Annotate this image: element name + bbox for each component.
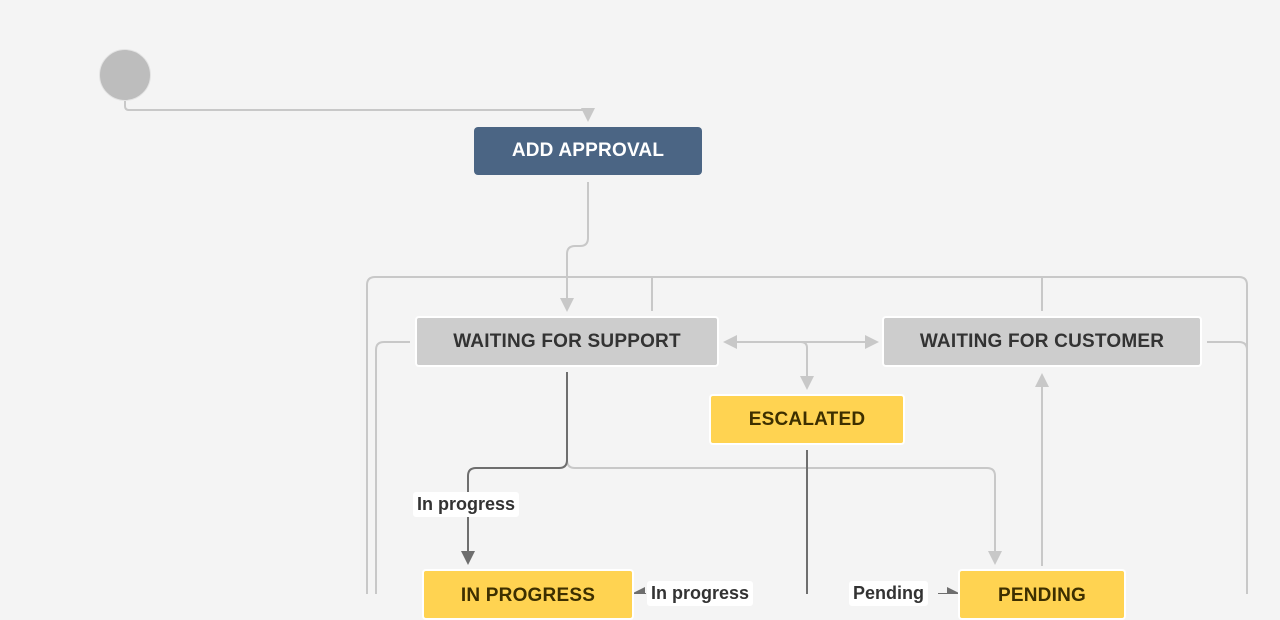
status-pending[interactable]: PENDING: [958, 569, 1126, 620]
status-waiting-for-customer-label: WAITING FOR CUSTOMER: [919, 330, 1165, 352]
status-waiting-for-customer[interactable]: WAITING FOR CUSTOMER: [882, 316, 1202, 367]
status-add-approval-label: ADD APPROVAL: [511, 140, 665, 161]
status-waiting-for-support[interactable]: WAITING FOR SUPPORT: [415, 316, 719, 367]
connector-start-to-add-approval: [124, 100, 595, 122]
connector-to-escalated: [800, 341, 814, 390]
connector-left-loop: [375, 341, 410, 594]
connector-add-approval-to-waiting-support: [560, 182, 589, 312]
status-escalated[interactable]: ESCALATED: [709, 394, 905, 445]
status-waiting-for-support-label: WAITING FOR SUPPORT: [453, 330, 681, 352]
status-in-progress-label: IN PROGRESS: [460, 585, 596, 606]
status-pending-label: PENDING: [998, 585, 1086, 606]
status-in-progress[interactable]: IN PROGRESS: [422, 569, 634, 620]
connector-right-loop: [1207, 341, 1248, 351]
start-circle-icon[interactable]: [99, 49, 151, 101]
status-add-approval[interactable]: ADD APPROVAL: [474, 127, 702, 175]
connector-support-to-in-progress: [461, 372, 568, 565]
connector-outer-loop: [366, 276, 1248, 594]
status-escalated-label: ESCALATED: [748, 408, 866, 430]
workflow-connectors: [124, 100, 1248, 594]
transition-label-in-progress[interactable]: In progress: [413, 492, 520, 517]
